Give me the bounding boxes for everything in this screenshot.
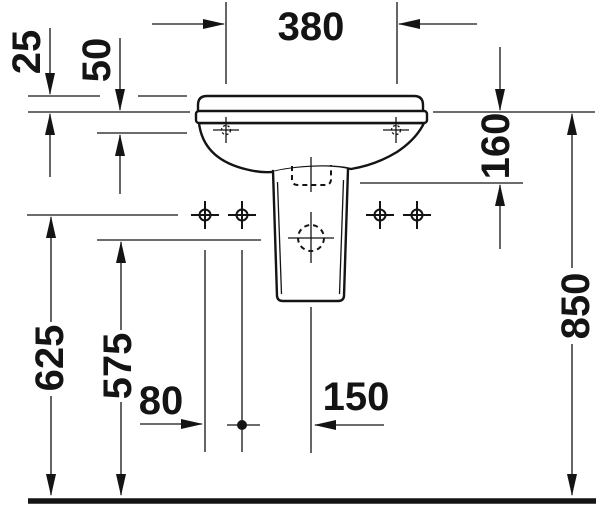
dimension-80: 80 [139,379,203,429]
siphon-edge-highlight-left [276,181,283,295]
dim-label-150: 150 [323,375,390,419]
wall-fixing-holes [191,201,431,452]
siphon-cover [271,157,350,453]
dimension-150: 150 [227,375,389,430]
dimension-575: 575 [96,241,140,496]
basin-rim-band [194,109,429,125]
dim-label-625: 625 [28,325,72,392]
dim-label-850: 850 [554,273,598,340]
dim-label-80: 80 [139,379,184,423]
drain-outlet-hidden-line [291,165,332,186]
dimension-160: 160 [474,47,518,249]
crosshair-hole-2 [228,201,256,229]
rim-fixing-holes [213,117,409,143]
dimension-25: 25 [5,28,55,177]
dimension-50: 50 [75,38,125,194]
dim-label-575: 575 [96,333,140,400]
dimension-380: 380 [152,2,477,84]
siphon-cover-outline [271,167,350,303]
basin-rim-top [196,94,425,114]
crosshair-hole-1 [191,201,219,229]
dim-label-25: 25 [5,30,49,75]
rim-fixing-hole-right [383,117,409,143]
crosshair-hole-3 [366,201,394,229]
dimension-850: 850 [554,113,598,496]
siphon-edge-highlight-right [338,179,345,295]
dim-label-50: 50 [75,38,119,83]
dim-label-160: 160 [474,113,518,180]
dimension-625: 625 [28,216,72,496]
rim-fixing-hole-left [213,117,239,143]
reference-lines [27,95,595,241]
dim-label-380: 380 [278,5,345,49]
washbasin-body [194,94,429,174]
crosshair-hole-4 [403,201,431,229]
